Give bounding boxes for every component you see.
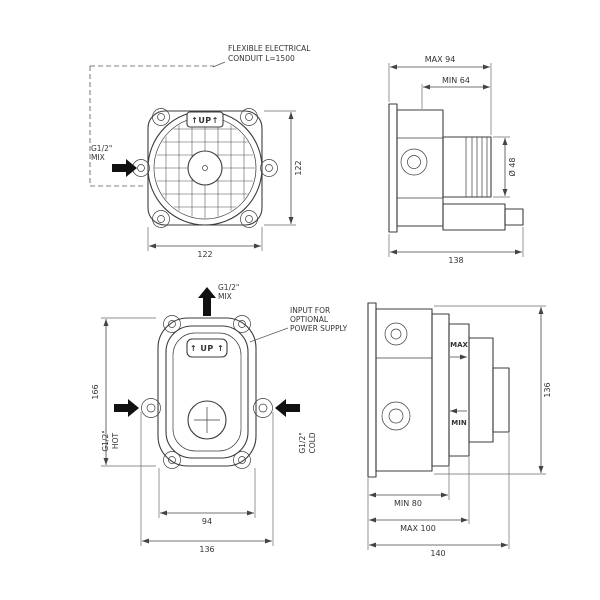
oval-mix-outlet-arrow (198, 287, 216, 316)
oval-side-dim-height-label: 136 (543, 382, 552, 397)
oval-side-dim-total: 140 (369, 433, 510, 558)
round-up-badge-label: ↑UP↑ (191, 116, 219, 125)
oval-mix-label-line1: G1/2" (218, 283, 239, 292)
oval-side-plate (367, 302, 377, 478)
round-side-dim-diameter: Ø 48 (493, 136, 517, 198)
oval-side-dim-max: MAX 100 (369, 457, 470, 533)
oval-side-max-label: MAX (450, 341, 468, 349)
oval-cold-inlet-arrow (275, 399, 300, 417)
round-side-port (400, 148, 428, 176)
round-mix-label-line1: G1/2" (91, 144, 112, 153)
oval-hot-label-line1: G1/2" (101, 430, 110, 451)
round-side-dim-max: MAX 94 (388, 55, 492, 135)
oval-dim-height: 166 (91, 317, 156, 467)
power-note-line2: OPTIONAL (290, 315, 329, 324)
round-dim-height: 122 (264, 110, 303, 226)
oval-body-inner (172, 332, 242, 452)
round-side-dim-min-label: MIN 64 (442, 76, 470, 85)
oval-side-lower-port (381, 401, 411, 431)
oval-side-dim-min-label: MIN 80 (394, 499, 422, 508)
round-side-dim-max-label: MAX 94 (425, 55, 456, 64)
oval-side-cartridge-step3 (468, 337, 494, 443)
round-side-dim-min: MIN 64 (421, 76, 490, 109)
oval-plate-outline (157, 317, 257, 467)
oval-dim-width-inner-label: 94 (202, 517, 212, 526)
round-up-badge (186, 111, 224, 128)
oval-dim-height-label: 166 (91, 384, 100, 399)
oval-side-dim-max-label: MAX 100 (400, 524, 436, 533)
oval-front-view: ↑ UP ↑ G1/2" MIX G1/2" HOT G1/2" COLD I (91, 283, 348, 554)
round-body-circle (147, 110, 263, 226)
oval-side-dim-min: MIN 80 (369, 467, 450, 508)
round-mix-label-line2: MIX (91, 153, 105, 162)
round-centre-hole (202, 165, 208, 171)
oval-mix-label-line2: MIX (218, 292, 232, 301)
round-dim-width: 122 (147, 227, 263, 259)
oval-side-view: MAX MIN 136 MIN 80 MAX 100 140 (367, 302, 552, 558)
round-side-body (396, 109, 444, 227)
oval-side-min-label: MIN (451, 419, 467, 427)
round-side-dim-total: 138 (388, 227, 524, 265)
conduit-note-line1: FLEXIBLE ELECTRICAL (228, 44, 311, 53)
round-side-outlet-nipple (504, 208, 524, 226)
oval-side-dim-total-label: 140 (430, 549, 445, 558)
round-side-dim-diameter-label: Ø 48 (507, 157, 517, 176)
oval-side-cartridge-stem (492, 367, 510, 433)
oval-cold-label-line2: COLD (308, 432, 317, 453)
oval-side-upper-port (384, 322, 408, 346)
round-side-cartridge-grooves (465, 137, 488, 197)
round-side-dim-total-label: 138 (448, 256, 463, 265)
round-side-view: MAX 94 MIN 64 Ø 48 138 (388, 55, 524, 265)
oval-dim-width-inner: 94 (158, 468, 256, 526)
round-front-view: FLEXIBLE ELECTRICAL CONDUIT L=1500 (89, 44, 311, 259)
oval-cold-label-line1: G1/2" (298, 432, 307, 453)
oval-hot-inlet-arrow (114, 399, 139, 417)
round-mix-inlet-arrow (112, 159, 137, 177)
power-note-line3: POWER SUPPLY (290, 324, 348, 333)
oval-dim-width-outer-label: 136 (199, 545, 214, 554)
oval-up-badge-label: ↑ UP ↑ (190, 344, 224, 353)
oval-hot-label-line2: HOT (111, 433, 120, 450)
oval-screw-boss (187, 400, 227, 440)
power-note-line1: INPUT FOR (290, 306, 330, 315)
oval-dim-width-outer: 136 (140, 412, 274, 554)
round-side-cartridge (442, 136, 492, 198)
oval-side-cartridge-step1 (431, 313, 450, 467)
oval-side-body (375, 308, 433, 472)
oval-up-badge (186, 338, 228, 358)
oval-side-dim-height: 136 (434, 305, 552, 475)
oval-body-outline (165, 325, 249, 459)
round-centre-boss (187, 150, 223, 186)
conduit-dashed-path (89, 61, 226, 187)
oval-mounting-ears (141, 315, 273, 469)
round-side-outlet (442, 203, 506, 231)
round-dim-width-label: 122 (197, 250, 212, 259)
power-note-leader (249, 327, 289, 343)
round-dim-height-label: 122 (294, 160, 303, 175)
conduit-note-line2: CONDUIT L=1500 (228, 54, 295, 63)
round-side-plate (388, 103, 398, 233)
